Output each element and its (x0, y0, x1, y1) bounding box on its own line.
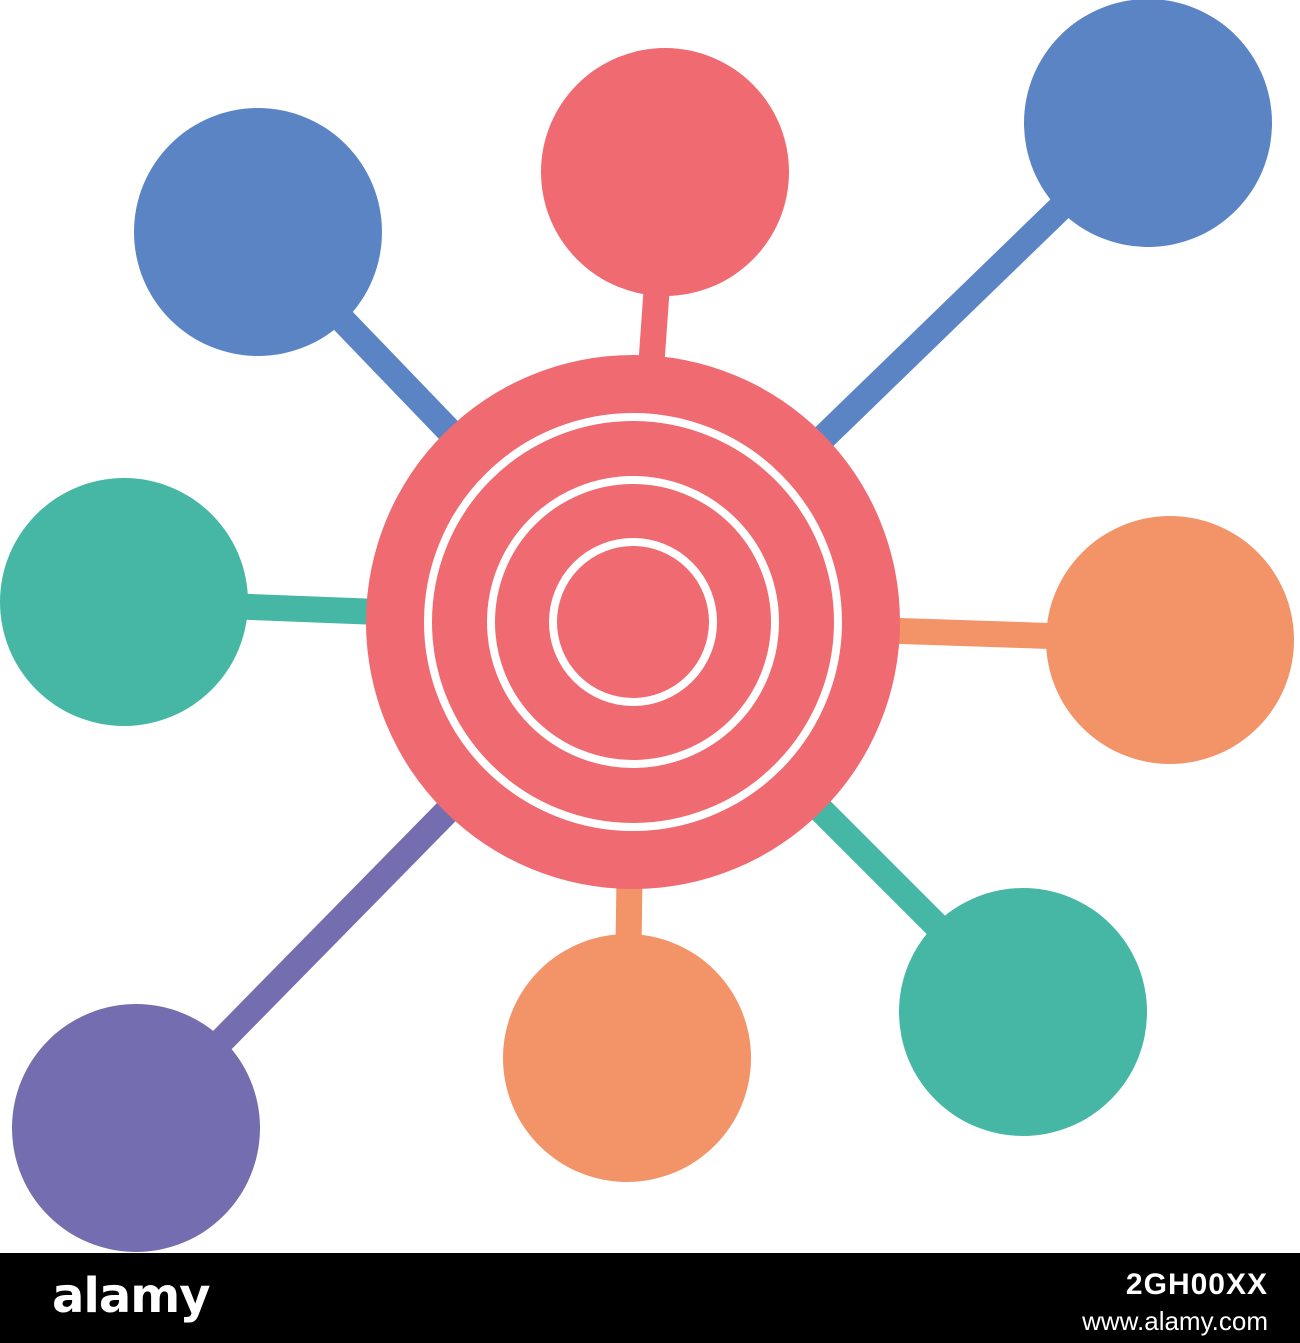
center-ring-3 (549, 538, 717, 706)
center-ring-2 (487, 476, 779, 768)
watermark-image-id: 2GH00XX (1125, 1268, 1268, 1301)
center-ring-1 (424, 413, 842, 831)
node-left (0, 478, 248, 726)
node-bottom (503, 934, 751, 1182)
watermark-brand: alamy (52, 1268, 211, 1324)
node-bottom-left (12, 1004, 260, 1252)
node-top-right (1024, 0, 1272, 247)
node-top-left (134, 108, 382, 356)
network-diagram-svg (0, 0, 1294, 1252)
node-bottom-right (899, 888, 1147, 1136)
watermark-footer (0, 1253, 1300, 1343)
watermark-url: www.alamy.com (1082, 1306, 1268, 1336)
node-right (1046, 516, 1294, 764)
center-target-node (366, 355, 900, 889)
node-top (541, 48, 789, 296)
